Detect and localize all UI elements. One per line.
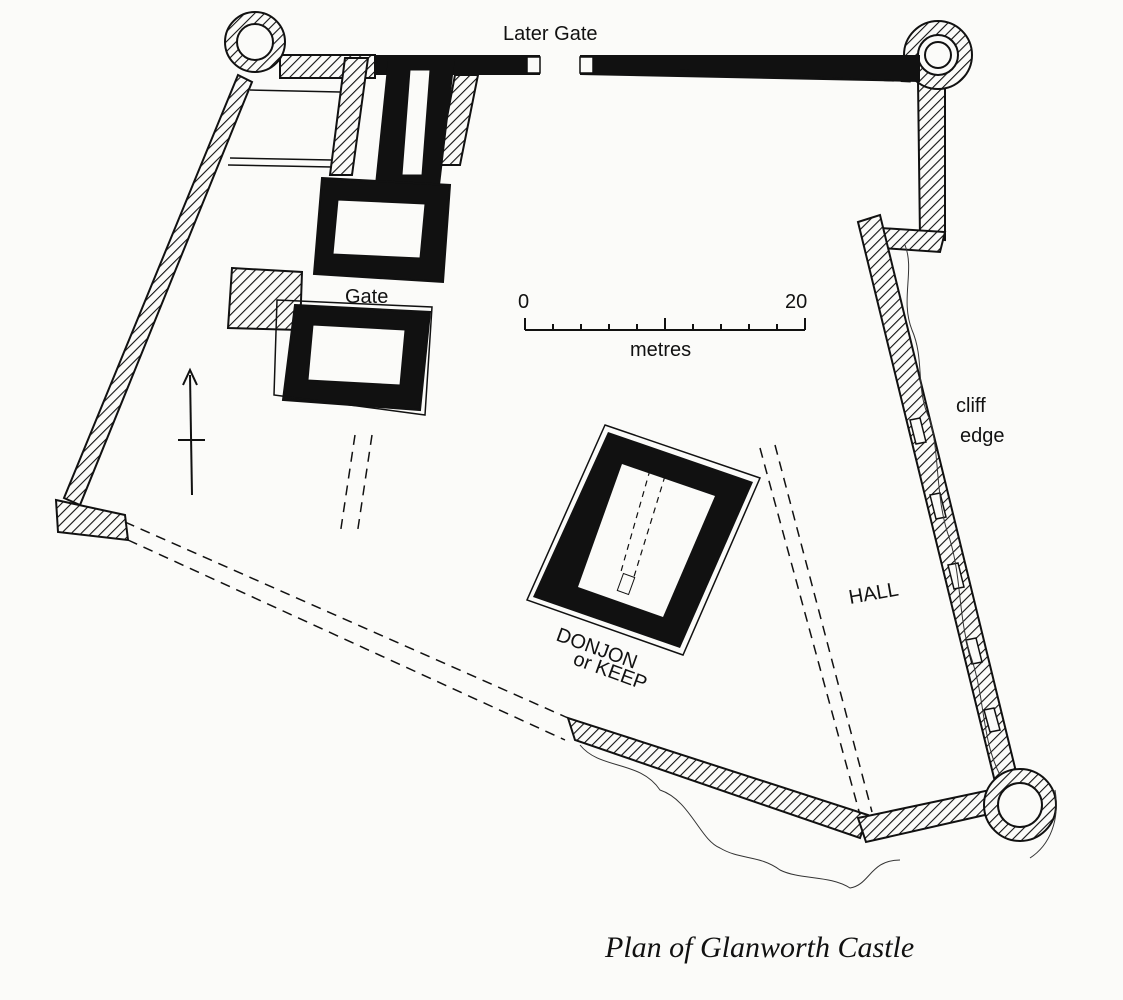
gate-passage-west-wall [328,57,370,176]
gate-annex [226,266,304,332]
east-wall-openings [909,417,1001,733]
scale-start-label: 0 [518,291,529,313]
gatehouse [273,58,455,416]
towers [224,11,1057,842]
figure-caption: Plan of Glanworth Castle [604,931,914,964]
southeast-curtain-wall [856,788,1000,844]
keep-interior [578,464,715,617]
scale-end-label: 20 [785,291,807,313]
keep-outline [525,424,762,656]
gate-label: Gate [345,286,388,308]
dashed-lines [124,69,916,816]
east-wall-return [878,226,947,254]
east-wall-upper [916,78,946,242]
scale-bar [524,318,806,331]
scale-unit-label: metres [630,339,691,361]
west-curtain-wall [62,73,254,507]
south-curtain-wall [566,716,870,840]
cliff-label-line2: edge [960,425,1005,447]
cliff-edge-lines [579,244,1057,889]
curtain-walls [54,54,1020,844]
southwest-corner-block [54,498,130,542]
cliff-label-line1: cliff [956,395,986,417]
inner-walls [227,89,341,168]
hall-label: HALL [847,579,900,609]
later-gate-label: Later Gate [503,23,598,45]
later-gate-piers [526,56,594,74]
donjon-keep [525,424,762,656]
north-arrow-icon [178,367,205,496]
north-wall-east-solid [580,55,920,82]
